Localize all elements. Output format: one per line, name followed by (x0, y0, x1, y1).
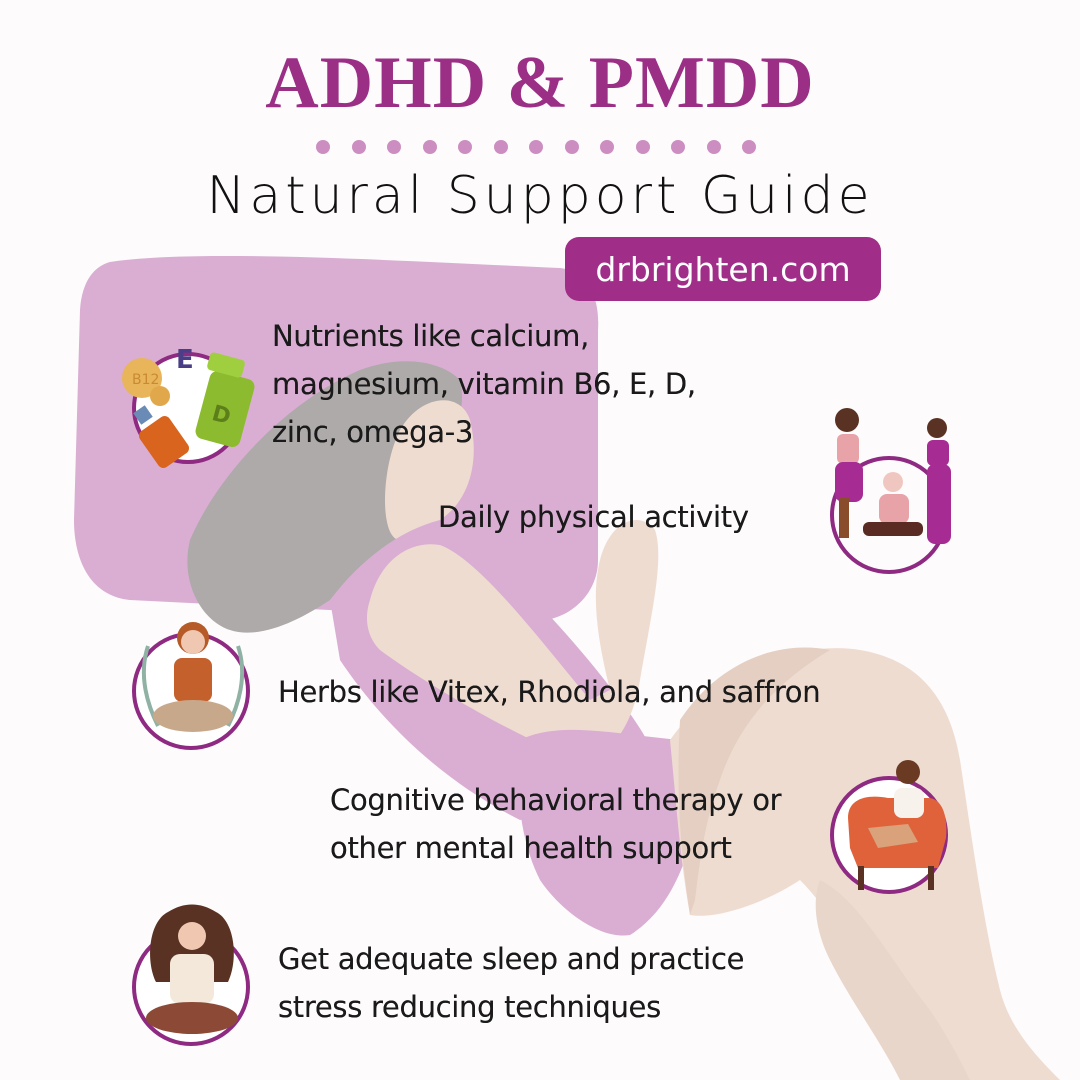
dot (635, 140, 650, 154)
vitamins-icon: B12 E D (122, 345, 255, 468)
shorts-shape (518, 729, 700, 936)
breathing-meditation-icon (132, 904, 250, 1046)
dot (316, 140, 330, 154)
physical-activity-text: Daily physical activity (438, 500, 749, 534)
dot (458, 140, 472, 154)
dot (564, 140, 579, 154)
svg-text:B12: B12 (132, 372, 159, 388)
arm-shape (367, 520, 659, 760)
dot (493, 140, 508, 154)
dot (387, 140, 401, 154)
page-subtitle: Natural Support Guide (206, 166, 874, 226)
dot (706, 140, 721, 154)
face-shape (385, 400, 474, 540)
therapy-chair-icon (830, 760, 948, 894)
dot (742, 140, 756, 154)
leg-shadow-shape (678, 647, 830, 915)
nutrients-text: Nutrients like calcium,magnesium, vitami… (272, 319, 696, 449)
website-link[interactable]: drbrighten.com (565, 237, 881, 301)
dot (600, 140, 614, 154)
hair-shape (187, 361, 462, 633)
herbs-meditation-icon (132, 622, 250, 750)
decorative-dots-divider (316, 140, 756, 154)
dot (529, 140, 543, 154)
page-title: ADHD & PMDD (265, 42, 815, 124)
exercise-women-icon (830, 408, 951, 574)
lower-leg-shape (815, 880, 970, 1080)
dot (671, 140, 685, 154)
dot (422, 140, 437, 154)
herbs-text: Herbs like Vitex, Rhodiola, and saffron (278, 675, 821, 709)
dot (351, 140, 366, 154)
svg-text:E: E (176, 345, 194, 375)
